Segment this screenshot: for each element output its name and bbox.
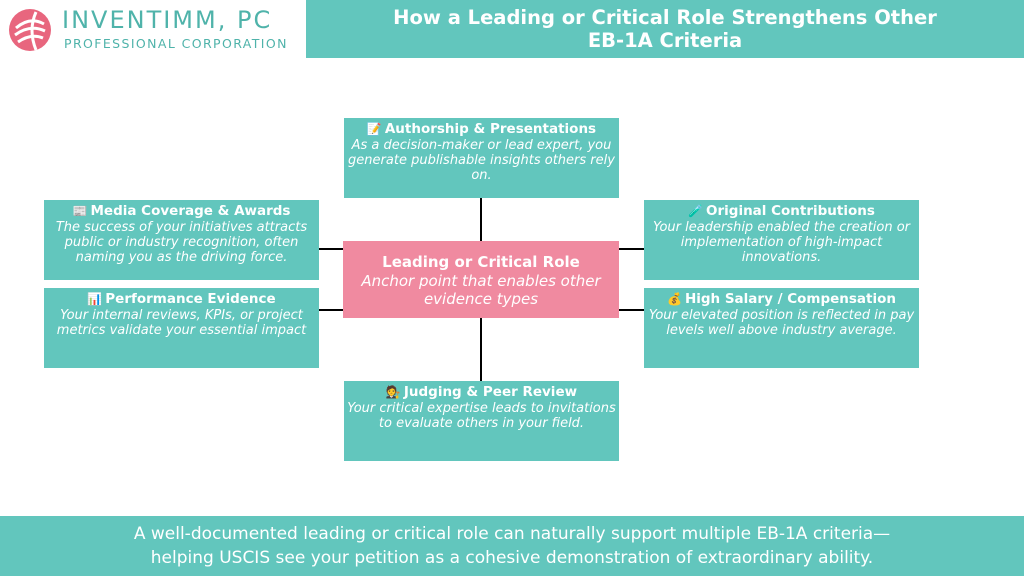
node-media: 📰Media Coverage & Awards The success of … bbox=[44, 200, 319, 280]
newspaper-icon: 📰 bbox=[72, 204, 88, 218]
memo-icon: 📝 bbox=[366, 122, 382, 136]
node-performance-desc: Your internal reviews, KPIs, or project … bbox=[56, 308, 307, 338]
page-title-line1: How a Leading or Critical Role Strengthe… bbox=[393, 6, 937, 29]
node-judging: 🧑‍⚖️Judging & Peer Review Your critical … bbox=[344, 381, 619, 461]
node-center-desc: Anchor point that enables other evidence… bbox=[361, 272, 601, 308]
brain-logo-icon bbox=[9, 9, 51, 51]
footer-text: A well-documented leading or critical ro… bbox=[134, 522, 890, 570]
node-media-title: 📰Media Coverage & Awards bbox=[72, 203, 291, 219]
title-bar: How a Leading or Critical Role Strengthe… bbox=[306, 0, 1024, 58]
node-salary-desc: Your elevated position is reflected in p… bbox=[648, 308, 915, 338]
footer-line1: A well-documented leading or critical ro… bbox=[133, 524, 891, 544]
test-tube-icon: 🧪 bbox=[688, 204, 704, 218]
node-salary: 💰High Salary / Compensation Your elevate… bbox=[644, 288, 919, 368]
footer-line2: helping USCIS see your petition as a coh… bbox=[150, 548, 874, 568]
node-performance: 📊Performance Evidence Your internal revi… bbox=[44, 288, 319, 368]
brand-subtitle: PROFESSIONAL CORPORATION bbox=[64, 36, 288, 51]
node-media-desc: The success of your initiatives attracts… bbox=[55, 220, 308, 265]
node-authorship: 📝Authorship & Presentations As a decisio… bbox=[344, 118, 619, 198]
node-original: 🧪Original Contributions Your leadership … bbox=[644, 200, 919, 280]
money-bag-icon: 💰 bbox=[666, 292, 682, 306]
node-salary-title: 💰High Salary / Compensation bbox=[666, 291, 896, 307]
bar-chart-icon: 📊 bbox=[87, 292, 103, 306]
node-center-title: Leading or Critical Role bbox=[382, 253, 580, 271]
node-center: Leading or Critical Role Anchor point th… bbox=[343, 241, 619, 318]
node-authorship-desc: As a decision-maker or lead expert, you … bbox=[348, 138, 615, 183]
judge-icon: 🧑‍⚖️ bbox=[385, 385, 401, 399]
page-title-line2: EB-1A Criteria bbox=[587, 29, 743, 52]
node-original-title: 🧪Original Contributions bbox=[688, 203, 875, 219]
page-title: How a Leading or Critical Role Strengthe… bbox=[393, 6, 937, 52]
node-performance-title: 📊Performance Evidence bbox=[87, 291, 276, 307]
node-authorship-title: 📝Authorship & Presentations bbox=[366, 121, 597, 137]
node-judging-desc: Your critical expertise leads to invitat… bbox=[347, 401, 616, 431]
brand-logo: INVENTIMM, PC PROFESSIONAL CORPORATION bbox=[6, 2, 306, 56]
node-judging-title: 🧑‍⚖️Judging & Peer Review bbox=[385, 384, 578, 400]
brand-name: INVENTIMM, PC bbox=[62, 6, 273, 34]
footer-banner: A well-documented leading or critical ro… bbox=[0, 516, 1024, 576]
node-original-desc: Your leadership enabled the creation or … bbox=[652, 220, 911, 265]
